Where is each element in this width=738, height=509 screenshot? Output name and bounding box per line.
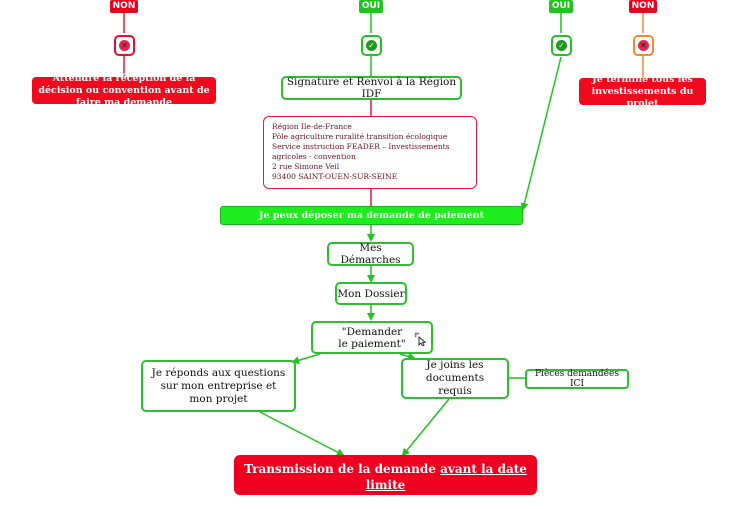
deposit-payment-bar: Je peux déposer ma demande de paiement bbox=[220, 206, 523, 225]
x-icon: ✕ bbox=[633, 35, 654, 56]
join-documents-node: Je joins les documents requis bbox=[401, 358, 509, 399]
answer-questions-node: Je réponds aux questions sur mon entrepr… bbox=[141, 360, 296, 412]
check-icon: ✓ bbox=[551, 35, 572, 56]
address-line: 93400 SAINT-OUEN-SUR-SEINE bbox=[272, 172, 398, 181]
address-line: 2 rue Simone Veil bbox=[272, 162, 340, 171]
x-icon: ✕ bbox=[114, 35, 135, 56]
wait-decision-node: Attendre la réception de la décision ou … bbox=[32, 73, 216, 108]
decision-label-non-2: NON bbox=[629, 0, 657, 13]
address-line: agricoles - convention bbox=[272, 152, 356, 161]
signature-node: Signature et Renvoi à la Région IDF bbox=[281, 76, 462, 100]
address-box: Région Ile-de-France Pôle agriculture ru… bbox=[263, 116, 477, 189]
deadline-underlined: avant la date limite bbox=[365, 462, 527, 492]
decision-label-oui-1: OUI bbox=[359, 0, 383, 13]
request-payment-label: "Demander le paiement" bbox=[338, 325, 406, 350]
mes-demarches-node: Mes Démarches bbox=[327, 242, 414, 266]
address-line: Pôle agriculture ruralité transition éco… bbox=[272, 132, 448, 141]
address-line: Région Ile-de-France bbox=[272, 122, 352, 131]
finish-investments-node: Je termine tous les investissements du p… bbox=[579, 74, 706, 109]
address-line: Service instruction FEADER – Investissem… bbox=[272, 142, 450, 151]
final-text-part2: indiquée dans la décision ou convention bbox=[250, 494, 521, 508]
final-transmission-node: Transmission de la demande avant la date… bbox=[234, 455, 537, 508]
click-cursor-icon bbox=[414, 332, 427, 346]
pieces-demandees-link[interactable]: Pièces demandées ICI bbox=[525, 369, 629, 389]
mon-dossier-node: Mon Dossier bbox=[335, 282, 407, 305]
decision-label-oui-2: OUI bbox=[549, 0, 573, 13]
request-payment-node: "Demander le paiement" bbox=[311, 321, 433, 354]
check-icon: ✓ bbox=[361, 35, 382, 56]
final-text-part1: Transmission de la demande bbox=[244, 462, 441, 476]
decision-label-non-1: NON bbox=[110, 0, 138, 13]
